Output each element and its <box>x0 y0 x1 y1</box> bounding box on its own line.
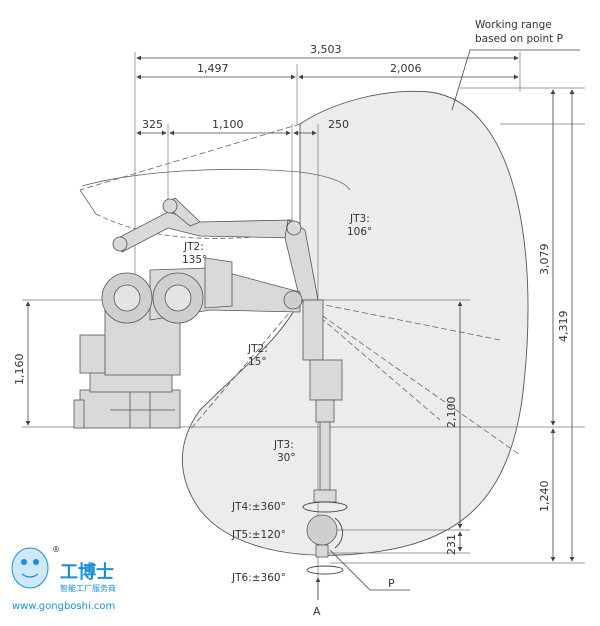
working-range-envelope <box>181 90 529 556</box>
dimension-arrows <box>25 55 575 562</box>
jt3-down-label: JT3: <box>273 439 294 451</box>
dim-height-3079: 3,079 <box>538 244 551 276</box>
dim-height-4319: 4,319 <box>557 311 570 343</box>
watermark-registered: ® <box>52 545 60 554</box>
view-a-label: A <box>313 605 321 618</box>
dim-height-1240: 1,240 <box>538 481 551 513</box>
watermark-logo: ® 工博士 智能工厂服务商 www.gongboshi.com <box>11 545 116 612</box>
back-range-lines <box>79 123 521 456</box>
jt3-down-value: 30° <box>277 452 296 464</box>
jt4-label: JT4:±360° <box>231 501 286 513</box>
leader-lines <box>315 49 580 600</box>
jt2-fwd-label: JT2: <box>247 343 268 355</box>
jt6-label: JT6:±360° <box>231 572 286 584</box>
jt3-up-label: JT3: <box>349 213 370 225</box>
jt3-up-value: 106° <box>347 226 372 238</box>
jt2-back-value: 135° <box>182 254 207 266</box>
upper-link-arm <box>112 197 319 301</box>
dim-left-reach: 1,497 <box>197 62 229 75</box>
watermark-subtitle: 智能工厂服务商 <box>60 583 116 593</box>
dim-offset-250: 250 <box>328 118 349 131</box>
shoulder-joints <box>101 272 303 324</box>
working-range-label-line2: based on point P <box>475 33 563 45</box>
jt5-label: JT5:±120° <box>231 529 286 541</box>
dim-height-2100: 2,100 <box>445 397 458 429</box>
dim-height-1160: 1,160 <box>13 354 26 386</box>
jt2-fwd-value: 15° <box>248 356 267 368</box>
dim-flange-231: 231 <box>445 534 458 555</box>
jt2-back-label: JT2: <box>183 241 204 253</box>
watermark-name: 工博士 <box>60 561 114 583</box>
point-p-label: P <box>388 577 395 590</box>
wrist-column <box>302 299 343 558</box>
dim-right-reach: 2,006 <box>390 62 422 75</box>
dim-offset-325: 325 <box>142 118 163 131</box>
mascot-icon <box>11 547 49 589</box>
dim-total-width: 3,503 <box>310 43 342 56</box>
dim-arm-1100: 1,100 <box>212 118 244 131</box>
rotation-indicators <box>302 501 348 575</box>
watermark-url: www.gongboshi.com <box>12 601 115 612</box>
working-range-label-line1: Working range <box>475 19 552 31</box>
